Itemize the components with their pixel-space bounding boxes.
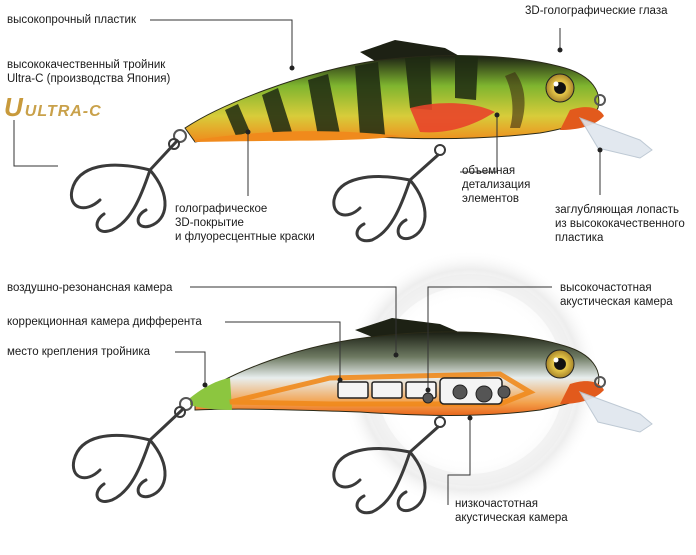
label-high-strength-plastic: высокопрочный пластик xyxy=(7,14,137,26)
top-lure-tail-ring xyxy=(173,129,187,143)
leader-dots xyxy=(202,47,603,421)
bottom-lure-rattle-balls xyxy=(422,384,511,404)
label-holographic-eyes: 3D-голографические глаза xyxy=(525,5,668,17)
label-hf-acoustic-chamber: высокочастотная акустическая камера xyxy=(560,282,673,308)
top-tail-treble-hook xyxy=(69,138,180,233)
bottom-belly-treble-hook xyxy=(332,416,446,515)
bottom-lure xyxy=(71,250,653,515)
label-ultra-c-hook: высококачественный тройник Ultra-C (прои… xyxy=(7,59,171,85)
top-lure-stripes xyxy=(225,55,478,136)
bottom-lure-eye xyxy=(545,349,575,379)
label-holographic-coating: голографическое 3D-покрытие и флуоресцен… xyxy=(175,203,315,243)
label-trim-chamber: коррекционная камера дифферента xyxy=(7,316,202,328)
bottom-tail-treble-hook xyxy=(71,406,186,503)
ultra-c-logo-text: ULTRA-C xyxy=(24,103,102,120)
bottom-lure-tail-green xyxy=(190,378,232,410)
top-lure-pectoral-fin xyxy=(410,103,495,133)
leader-lines xyxy=(13,19,601,505)
top-lure-lip xyxy=(578,117,653,159)
top-lure-gill xyxy=(505,72,525,128)
bottom-lure-internal-frame xyxy=(229,371,536,407)
label-hook-mount: место крепления тройника xyxy=(7,346,151,358)
top-belly-treble-hook xyxy=(332,144,446,243)
bottom-lure-line-tie xyxy=(594,376,606,388)
top-lure-eye xyxy=(545,73,575,103)
top-lure-belly-orange xyxy=(195,131,400,142)
bottom-lure-lip xyxy=(578,391,653,433)
ultra-c-logo: UULTRA-C xyxy=(4,92,102,122)
bottom-lure-tail-ring xyxy=(179,397,193,411)
top-lure-line-tie xyxy=(594,94,606,106)
label-volume-detail: объемная детализация элементов xyxy=(462,165,531,205)
label-lf-acoustic-chamber: низкочастотная акустическая камера xyxy=(455,498,568,524)
label-air-resonance-chamber: воздушно-резонансная камера xyxy=(7,282,173,294)
label-diving-lip: заглубляющая лопасть из высококачественн… xyxy=(555,204,685,244)
top-lure xyxy=(69,40,653,243)
